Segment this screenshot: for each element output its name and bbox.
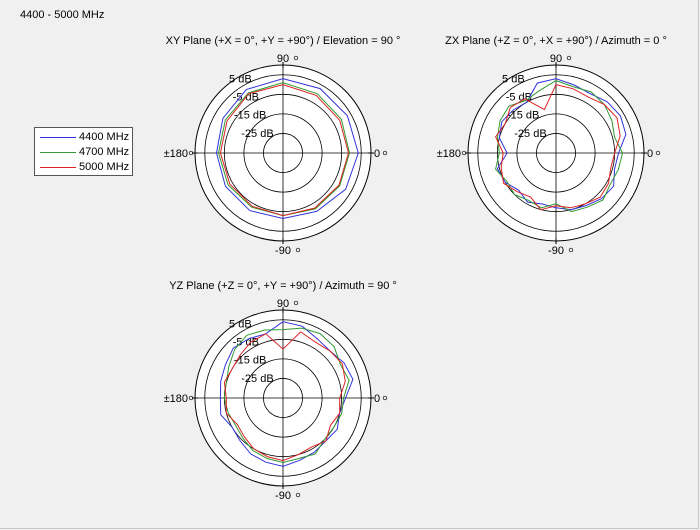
radial-label: 5 dB	[229, 318, 252, 330]
legend: 4400 MHz 4700 MHz 5000 MHz	[34, 127, 133, 176]
series-line-4700-mhz	[217, 82, 350, 217]
page-title: 4400 - 5000 MHz	[20, 9, 105, 21]
series-line-4400-mhz	[215, 78, 359, 220]
series-line-4700-mhz	[223, 327, 350, 464]
series-line-5000-mhz	[219, 84, 349, 217]
degree-mark	[188, 150, 194, 156]
legend-label-4400: 4400 MHz	[79, 131, 130, 143]
series-line-4400-mhz	[219, 321, 354, 467]
degree-mark	[655, 150, 661, 156]
series-line-4400-mhz	[496, 78, 627, 211]
degree-mark	[382, 395, 388, 401]
radial-label: -15 dB	[234, 355, 266, 367]
legend-swatch-4400	[40, 137, 76, 138]
angle-label-top: 90	[277, 53, 289, 65]
degree-mark	[188, 395, 194, 401]
degree-mark	[293, 55, 299, 61]
plot-title: ZX Plane (+Z = 0°, +X = +90°) / Azimuth …	[445, 35, 667, 47]
angle-label-left: ±180	[164, 393, 188, 405]
angle-label-right: 0	[374, 393, 380, 405]
radial-label: -15 dB	[234, 110, 266, 122]
radial-label: -25 dB	[241, 128, 273, 140]
legend-label-4700: 4700 MHz	[79, 146, 130, 158]
series-line-5000-mhz	[223, 331, 346, 462]
legend-item-5000: 5000 MHz	[35, 160, 132, 174]
radial-label: -25 dB	[514, 128, 546, 140]
angle-label-left: ±180	[437, 148, 461, 160]
series-line-4700-mhz	[495, 80, 623, 213]
angle-label-bottom: -90	[275, 490, 291, 502]
radial-label: -25 dB	[241, 373, 273, 385]
legend-label-5000: 5000 MHz	[79, 161, 130, 173]
degree-mark	[293, 300, 299, 306]
radial-label: -5 dB	[233, 337, 259, 349]
degree-mark	[461, 150, 467, 156]
legend-item-4400: 4400 MHz	[35, 130, 132, 144]
radial-label: -15 dB	[507, 110, 539, 122]
angle-label-bottom: -90	[548, 245, 564, 257]
degree-mark	[568, 247, 574, 253]
legend-item-4700: 4700 MHz	[35, 145, 132, 159]
angle-label-bottom: -90	[275, 245, 291, 257]
angle-label-left: ±180	[164, 148, 188, 160]
series-line-5000-mhz	[495, 84, 621, 211]
degree-mark	[295, 492, 301, 498]
plot-title: XY Plane (+X = 0°, +Y = +90°) / Elevatio…	[166, 35, 401, 47]
angle-label-top: 90	[550, 53, 562, 65]
angle-label-right: 0	[647, 148, 653, 160]
angle-label-top: 90	[277, 298, 289, 310]
radial-label: 5 dB	[229, 73, 252, 85]
degree-mark	[295, 247, 301, 253]
degree-mark	[382, 150, 388, 156]
legend-swatch-5000	[40, 167, 76, 168]
radial-label: 5 dB	[502, 73, 525, 85]
angle-label-right: 0	[374, 148, 380, 160]
degree-mark	[566, 55, 572, 61]
plot-title: YZ Plane (+Z = 0°, +Y = +90°) / Azimuth …	[169, 280, 397, 292]
legend-swatch-4700	[40, 152, 76, 153]
